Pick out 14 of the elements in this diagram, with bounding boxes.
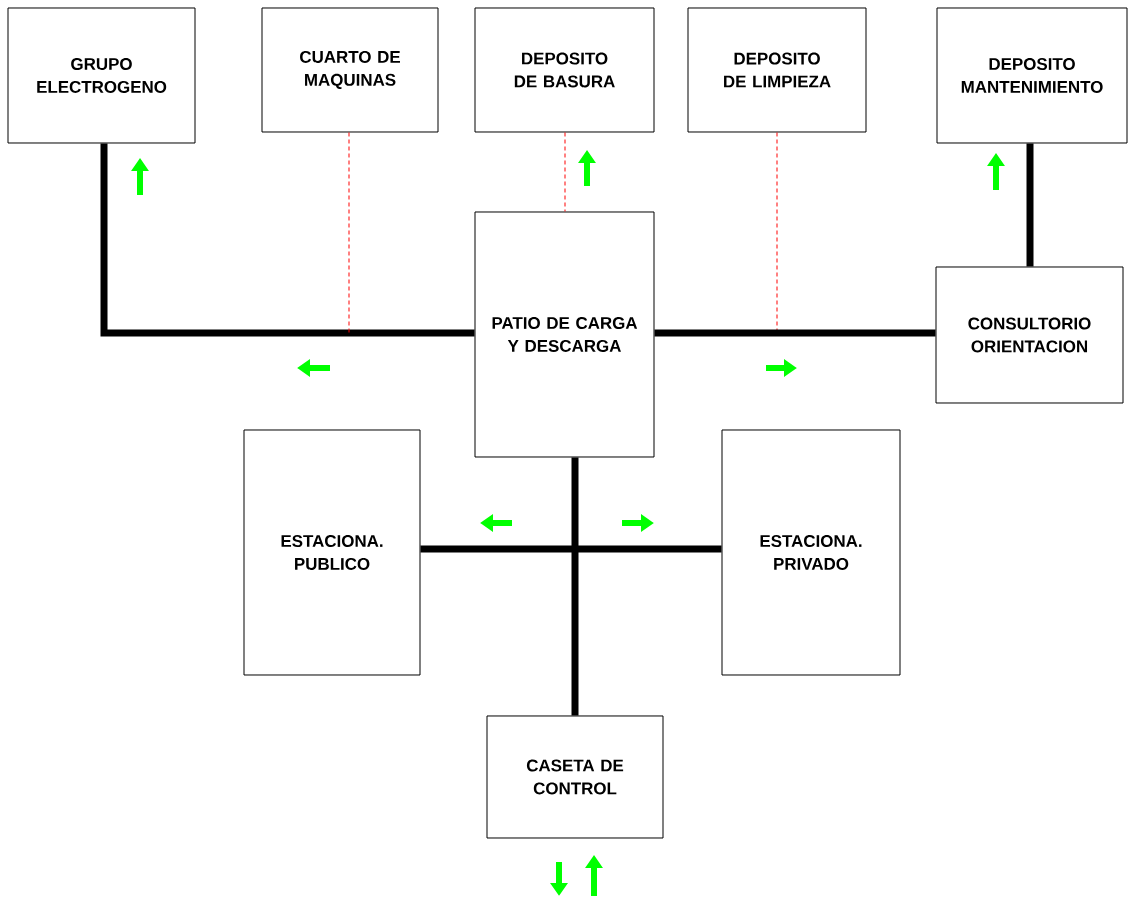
room-box: DEPOSITO DE LIMPIEZA bbox=[687, 7, 867, 133]
connector-line bbox=[564, 132, 566, 212]
room-box: ESTACIONA. PUBLICO bbox=[243, 429, 421, 676]
room-box: ESTACIONA. PRIVADO bbox=[721, 429, 901, 676]
connector-line bbox=[654, 329, 936, 337]
room-box: GRUPO ELECTROGENO bbox=[7, 7, 196, 144]
room-box: CUARTO DE MAQUINAS bbox=[261, 7, 439, 133]
room-box: DEPOSITO DE BASURA bbox=[474, 7, 655, 133]
room-box: PATIO DE CARGA Y DESCARGA bbox=[474, 211, 655, 458]
room-box: CASETA DE CONTROL bbox=[486, 715, 664, 839]
room-box: DEPOSITO MANTENIMIENTO bbox=[936, 7, 1128, 144]
connector-line bbox=[420, 545, 722, 553]
connector-line bbox=[348, 132, 350, 334]
room-box: CONSULTORIO ORIENTACION bbox=[935, 266, 1124, 404]
